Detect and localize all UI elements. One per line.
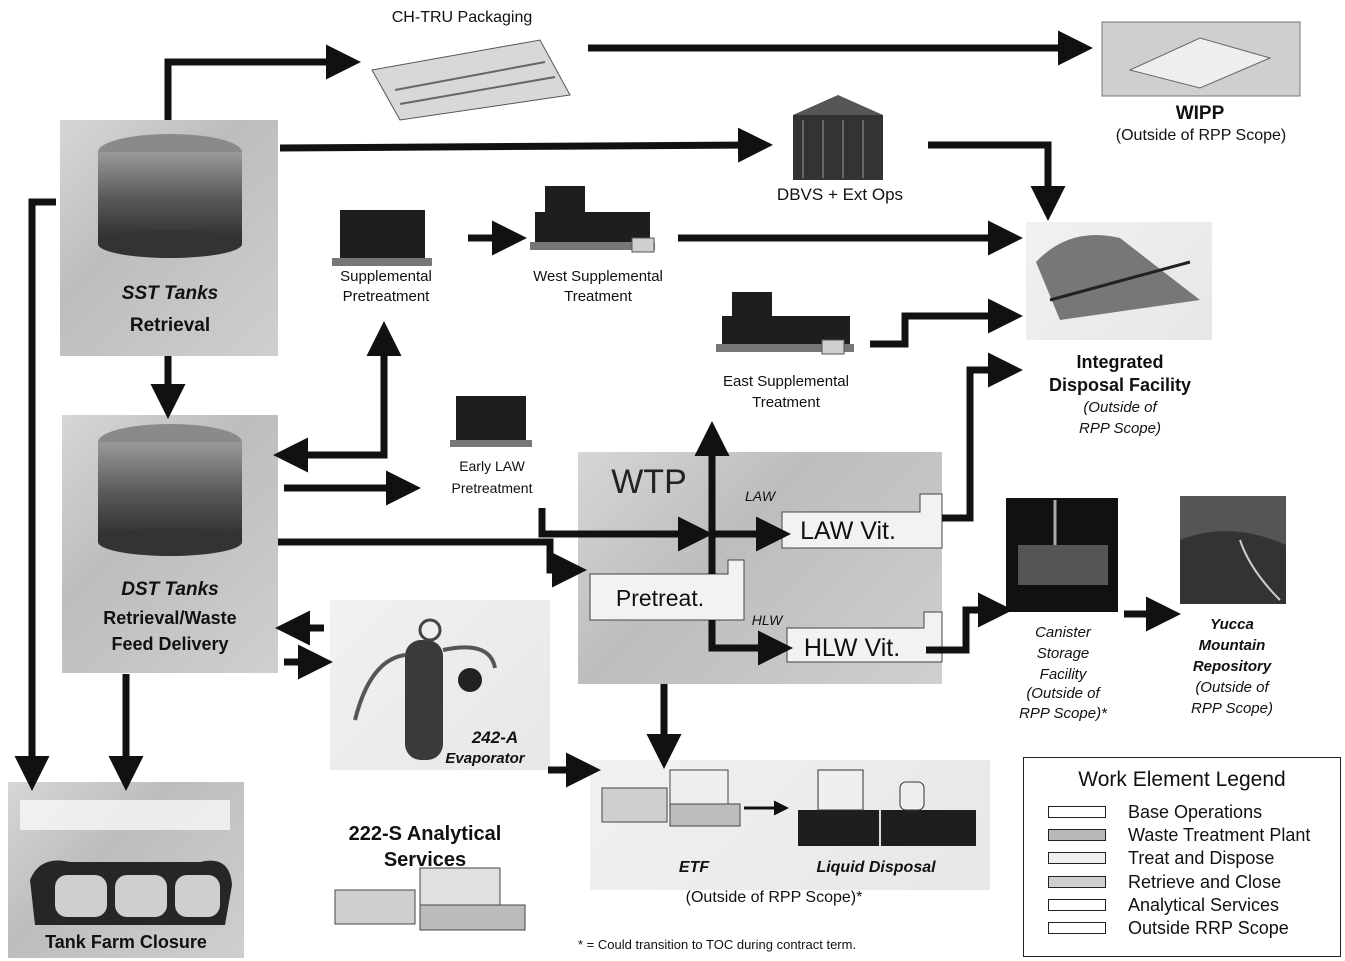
legend-swatch (1048, 922, 1106, 934)
sst-tanks-title: SST Tanks (121, 283, 219, 304)
analytical-label-2: Services (383, 849, 467, 871)
legend-swatch (1048, 806, 1106, 818)
supplemental-pretreatment-building (332, 210, 432, 266)
canister-storage-image (1006, 498, 1118, 612)
yucca-label-1: Yucca (1210, 616, 1254, 633)
legend-label: Outside RRP Scope (1128, 918, 1289, 938)
arrow-dst-to-supp-pre (290, 321, 402, 459)
legend: Work Element Legend Base Operations Wast… (1023, 757, 1341, 957)
legend-item: Treat and Dispose (1048, 848, 1338, 870)
arrow-sst-to-dbvs (279, 127, 773, 163)
evaporator-label-2: Evaporator (445, 750, 525, 767)
idf-label-4: RPP Scope) (1079, 420, 1161, 437)
etf-label: ETF (678, 859, 710, 876)
legend-item: Waste Treatment Plant (1048, 825, 1338, 847)
arrow-early-law-to-wtp (538, 508, 713, 552)
yucca-label-2: Mountain (1198, 637, 1266, 654)
west-supplemental-label-2: Treatment (564, 288, 632, 305)
liquid-disposal-image (798, 769, 976, 846)
dst-sub-label-1: Retrieval/Waste (103, 608, 237, 628)
legend-label: Analytical Services (1128, 895, 1280, 915)
east-supplemental-label-1: East Supplemental (723, 373, 849, 390)
evaporator-image (353, 618, 497, 760)
sst-retrieval-label: Retrieval (129, 315, 211, 336)
supplemental-pretreatment-label-2: Pretreatment (342, 288, 430, 305)
canister-label-2: Storage (1036, 645, 1090, 662)
ch-tru-packaging-image (371, 39, 571, 121)
legend-item: Retrieve and Close (1048, 872, 1338, 894)
idf-label-2: Disposal Facility (1048, 375, 1192, 395)
west-supplemental-building (530, 186, 655, 253)
sst-tank-icon (98, 134, 242, 258)
idf-label-1: Integrated (1076, 352, 1164, 372)
dbvs-image (793, 95, 883, 180)
tank-farm-closure-label: Tank Farm Closure (45, 932, 207, 952)
wipp-scope-label: (Outside of RPP Scope) (1115, 127, 1287, 144)
law-vit-label: LAW Vit. (800, 517, 896, 545)
dst-sub-label-2: Feed Delivery (111, 634, 229, 654)
tank-farm-closure-image (20, 800, 232, 925)
analytical-label-1: 222-S Analytical (348, 823, 502, 845)
footnote: * = Could transition to TOC during contr… (578, 937, 857, 952)
arrow-dbvs-to-idf (928, 141, 1066, 221)
hlw-stream-label: HLW (751, 612, 783, 628)
east-supplemental-label-2: Treatment (752, 394, 820, 411)
canister-label-5: RPP Scope)* (1019, 705, 1107, 722)
idf-trench-image (1036, 235, 1200, 320)
yucca-label-3: Repository (1192, 658, 1272, 675)
supplemental-pretreatment-label-1: Supplemental (340, 268, 432, 285)
yucca-label-4: (Outside of (1195, 679, 1269, 696)
early-law-label-2: Pretreatment (451, 480, 533, 496)
ch-tru-label: CH-TRU Packaging (391, 9, 533, 26)
legend-item: Analytical Services (1048, 895, 1338, 917)
legend-label: Waste Treatment Plant (1128, 825, 1311, 845)
wipp-label: WIPP (1175, 103, 1225, 124)
legend-swatch (1048, 899, 1106, 911)
canister-label-3: Facility (1039, 666, 1087, 683)
arrow-east-to-idf (870, 298, 1023, 348)
arrow-dst-to-pretreat (278, 538, 587, 588)
legend-swatch (1048, 852, 1106, 864)
arrow-law-vit-to-idf (942, 352, 1023, 522)
west-supplemental-label-1: West Supplemental (533, 268, 663, 285)
legend-item: Base Operations (1048, 802, 1338, 824)
pretreat-label: Pretreat. (615, 585, 705, 611)
legend-item: Outside RRP Scope (1048, 918, 1338, 940)
dbvs-label: DBVS + Ext Ops (776, 185, 904, 204)
law-stream-label: LAW (744, 488, 776, 504)
idf-label-3: (Outside of (1083, 399, 1157, 416)
arrow-sst-to-ch-tru (164, 44, 361, 120)
yucca-label-5: RPP Scope) (1191, 700, 1273, 717)
dst-tank-icon (98, 424, 242, 556)
dst-tanks-title: DST Tanks (121, 579, 219, 600)
etf-scope-label: (Outside of RPP Scope)* (685, 889, 863, 906)
arrow-pretreat-to-hlw-vit (708, 620, 793, 666)
etf-building (601, 769, 741, 827)
canister-label-1: Canister (1035, 624, 1091, 641)
analytical-services-building (334, 867, 526, 931)
canister-label-4: (Outside of (1026, 685, 1100, 702)
liquid-disposal-label: Liquid Disposal (816, 859, 936, 876)
legend-label: Retrieve and Close (1128, 872, 1282, 892)
arrow-left-return-to-closure (14, 198, 56, 791)
wtp-label: WTP (611, 463, 687, 501)
hlw-vit-label: HLW Vit. (803, 634, 901, 662)
pretreat-box (589, 559, 745, 621)
arrow-hlw-vit-to-canister (926, 592, 1013, 654)
legend-swatch (1048, 876, 1106, 888)
yucca-mountain-image (1180, 496, 1286, 604)
legend-label: Base Operations (1128, 802, 1263, 822)
legend-title: Work Element Legend (1078, 768, 1286, 791)
wipp-image (1101, 21, 1301, 97)
early-law-building (450, 396, 532, 447)
evaporator-label-1: 242-A (471, 728, 519, 747)
early-law-label-1: Early LAW (459, 458, 525, 474)
legend-label: Treat and Dispose (1128, 848, 1275, 868)
legend-swatch (1048, 829, 1106, 841)
east-supplemental-building (716, 292, 854, 355)
